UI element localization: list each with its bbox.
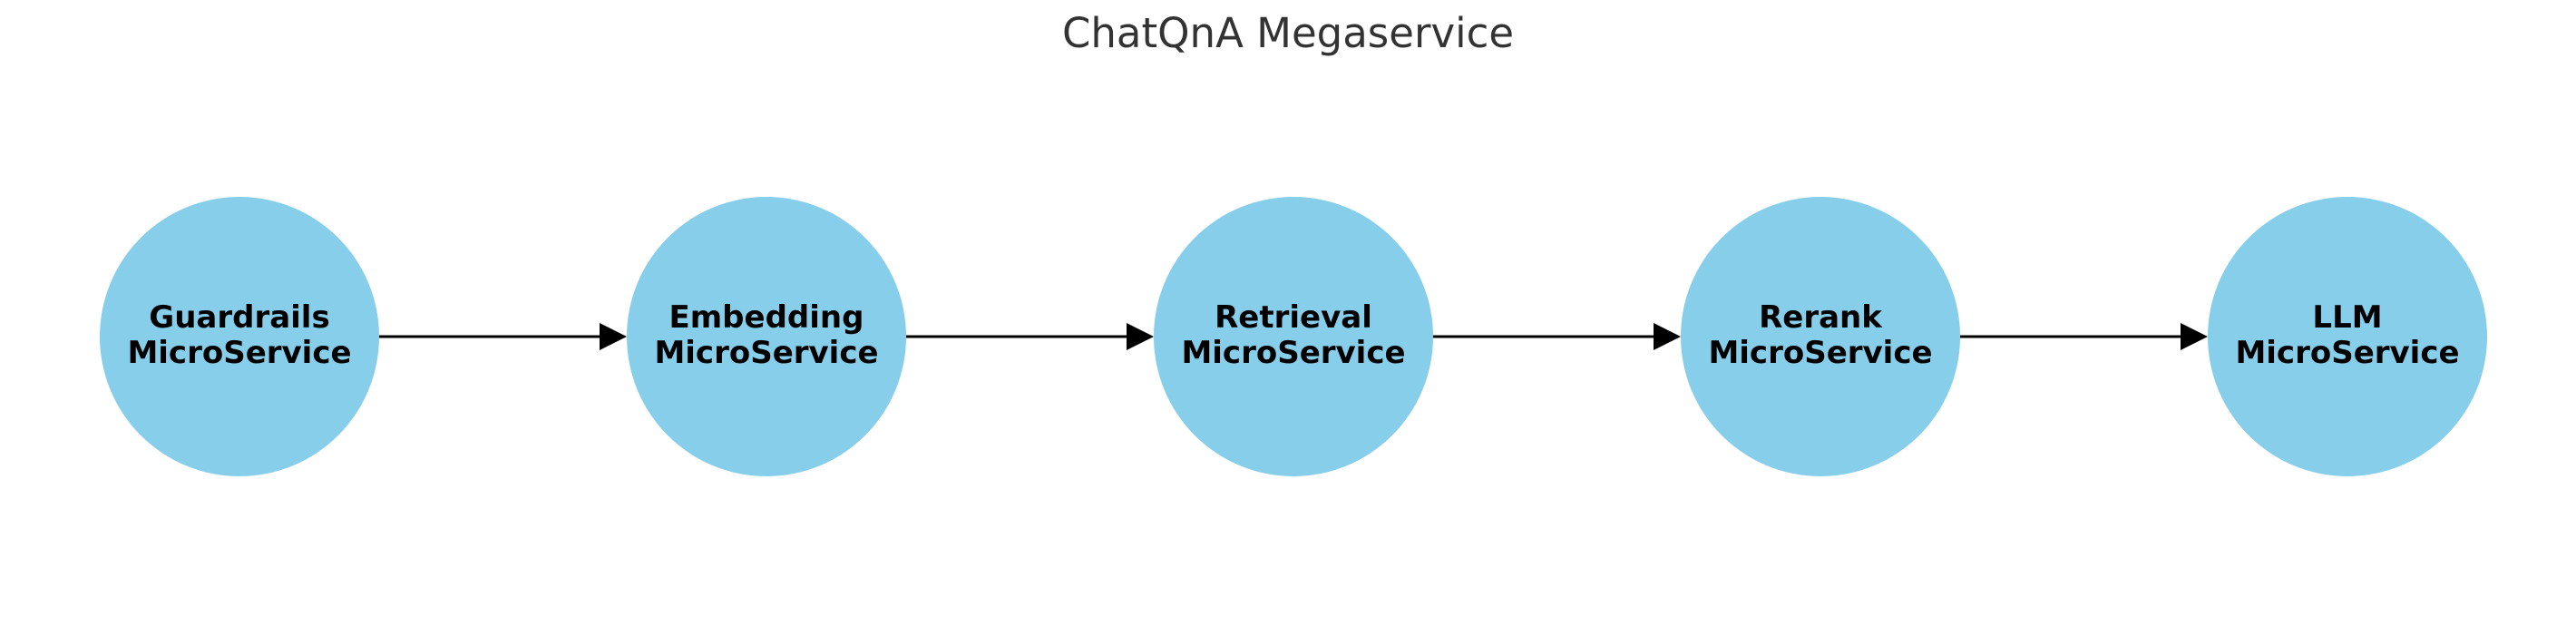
node-circle-llm (2208, 197, 2487, 476)
node-label-line1-guardrails: Guardrails (149, 299, 329, 336)
node-label-line2-llm: MicroService (2235, 335, 2459, 371)
nodes-layer: GuardrailsMicroServiceEmbeddingMicroServ… (100, 197, 2487, 476)
node-circle-rerank (1681, 197, 1960, 476)
arrowhead-guardrails-to-embedding (600, 323, 627, 350)
node-label-line1-llm: LLM (2312, 299, 2382, 336)
node-label-line2-guardrails: MicroService (127, 335, 351, 371)
node-label-line2-embedding: MicroService (654, 335, 878, 371)
node-label-line2-rerank: MicroService (1708, 335, 1932, 371)
node-circle-retrieval (1154, 197, 1433, 476)
arrowhead-rerank-to-llm (2181, 323, 2208, 350)
node-label-line2-retrieval: MicroService (1181, 335, 1405, 371)
arrowhead-embedding-to-retrieval (1127, 323, 1154, 350)
node-label-line1-rerank: Rerank (1759, 299, 1883, 336)
node-label-line1-retrieval: Retrieval (1215, 299, 1372, 336)
node-circle-guardrails (100, 197, 379, 476)
node-circle-embedding (627, 197, 906, 476)
edges-layer (379, 323, 2208, 350)
arrowhead-retrieval-to-rerank (1654, 323, 1681, 350)
node-label-line1-embedding: Embedding (669, 299, 864, 336)
diagram-title: ChatQnA Megaservice (1062, 9, 1514, 57)
